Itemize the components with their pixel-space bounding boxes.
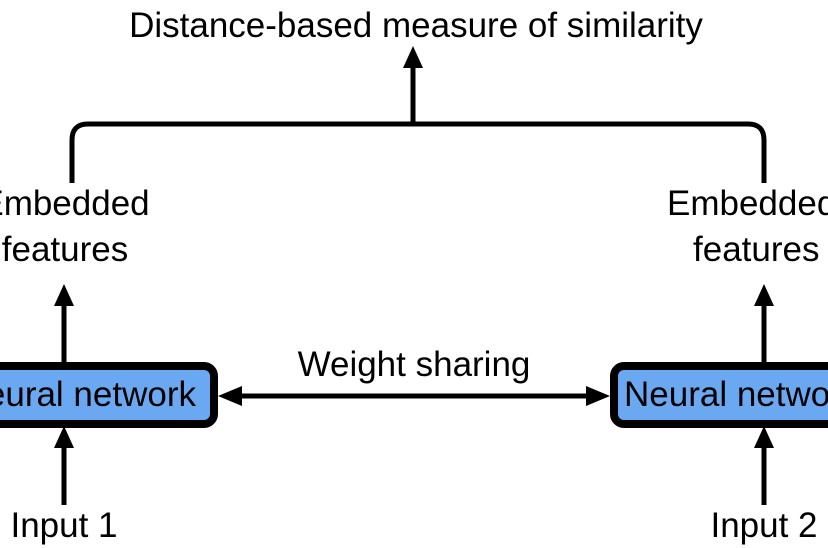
left-input-label: Input 1	[10, 506, 118, 545]
left-embedded-label-line1: Embedded	[0, 184, 150, 223]
arrowhead-similarity	[403, 46, 423, 68]
right-network-label: Neural network	[624, 375, 828, 414]
weight-sharing-arrowhead-right	[586, 386, 610, 406]
right-network-box	[610, 362, 828, 428]
arrowhead-left-features	[54, 284, 74, 306]
left-embedded-label-line2: features	[1, 230, 129, 269]
right-input-label: Input 2	[710, 506, 818, 545]
weight-sharing-label: Weight sharing	[297, 345, 531, 384]
arrowhead-left-nn	[54, 426, 74, 448]
arrowhead-right-features	[754, 284, 774, 306]
right-embedded-label-line2: features	[693, 230, 820, 269]
similarity-bracket	[69, 121, 767, 183]
similarity-title: Distance-based measure of similarity	[129, 6, 703, 45]
left-network-label: Neural network	[0, 375, 196, 414]
weight-sharing-arrowhead-left	[218, 386, 242, 406]
left-network-box	[0, 362, 218, 428]
arrowhead-right-nn	[754, 426, 774, 448]
right-embedded-label-line1: Embedded	[667, 184, 828, 223]
